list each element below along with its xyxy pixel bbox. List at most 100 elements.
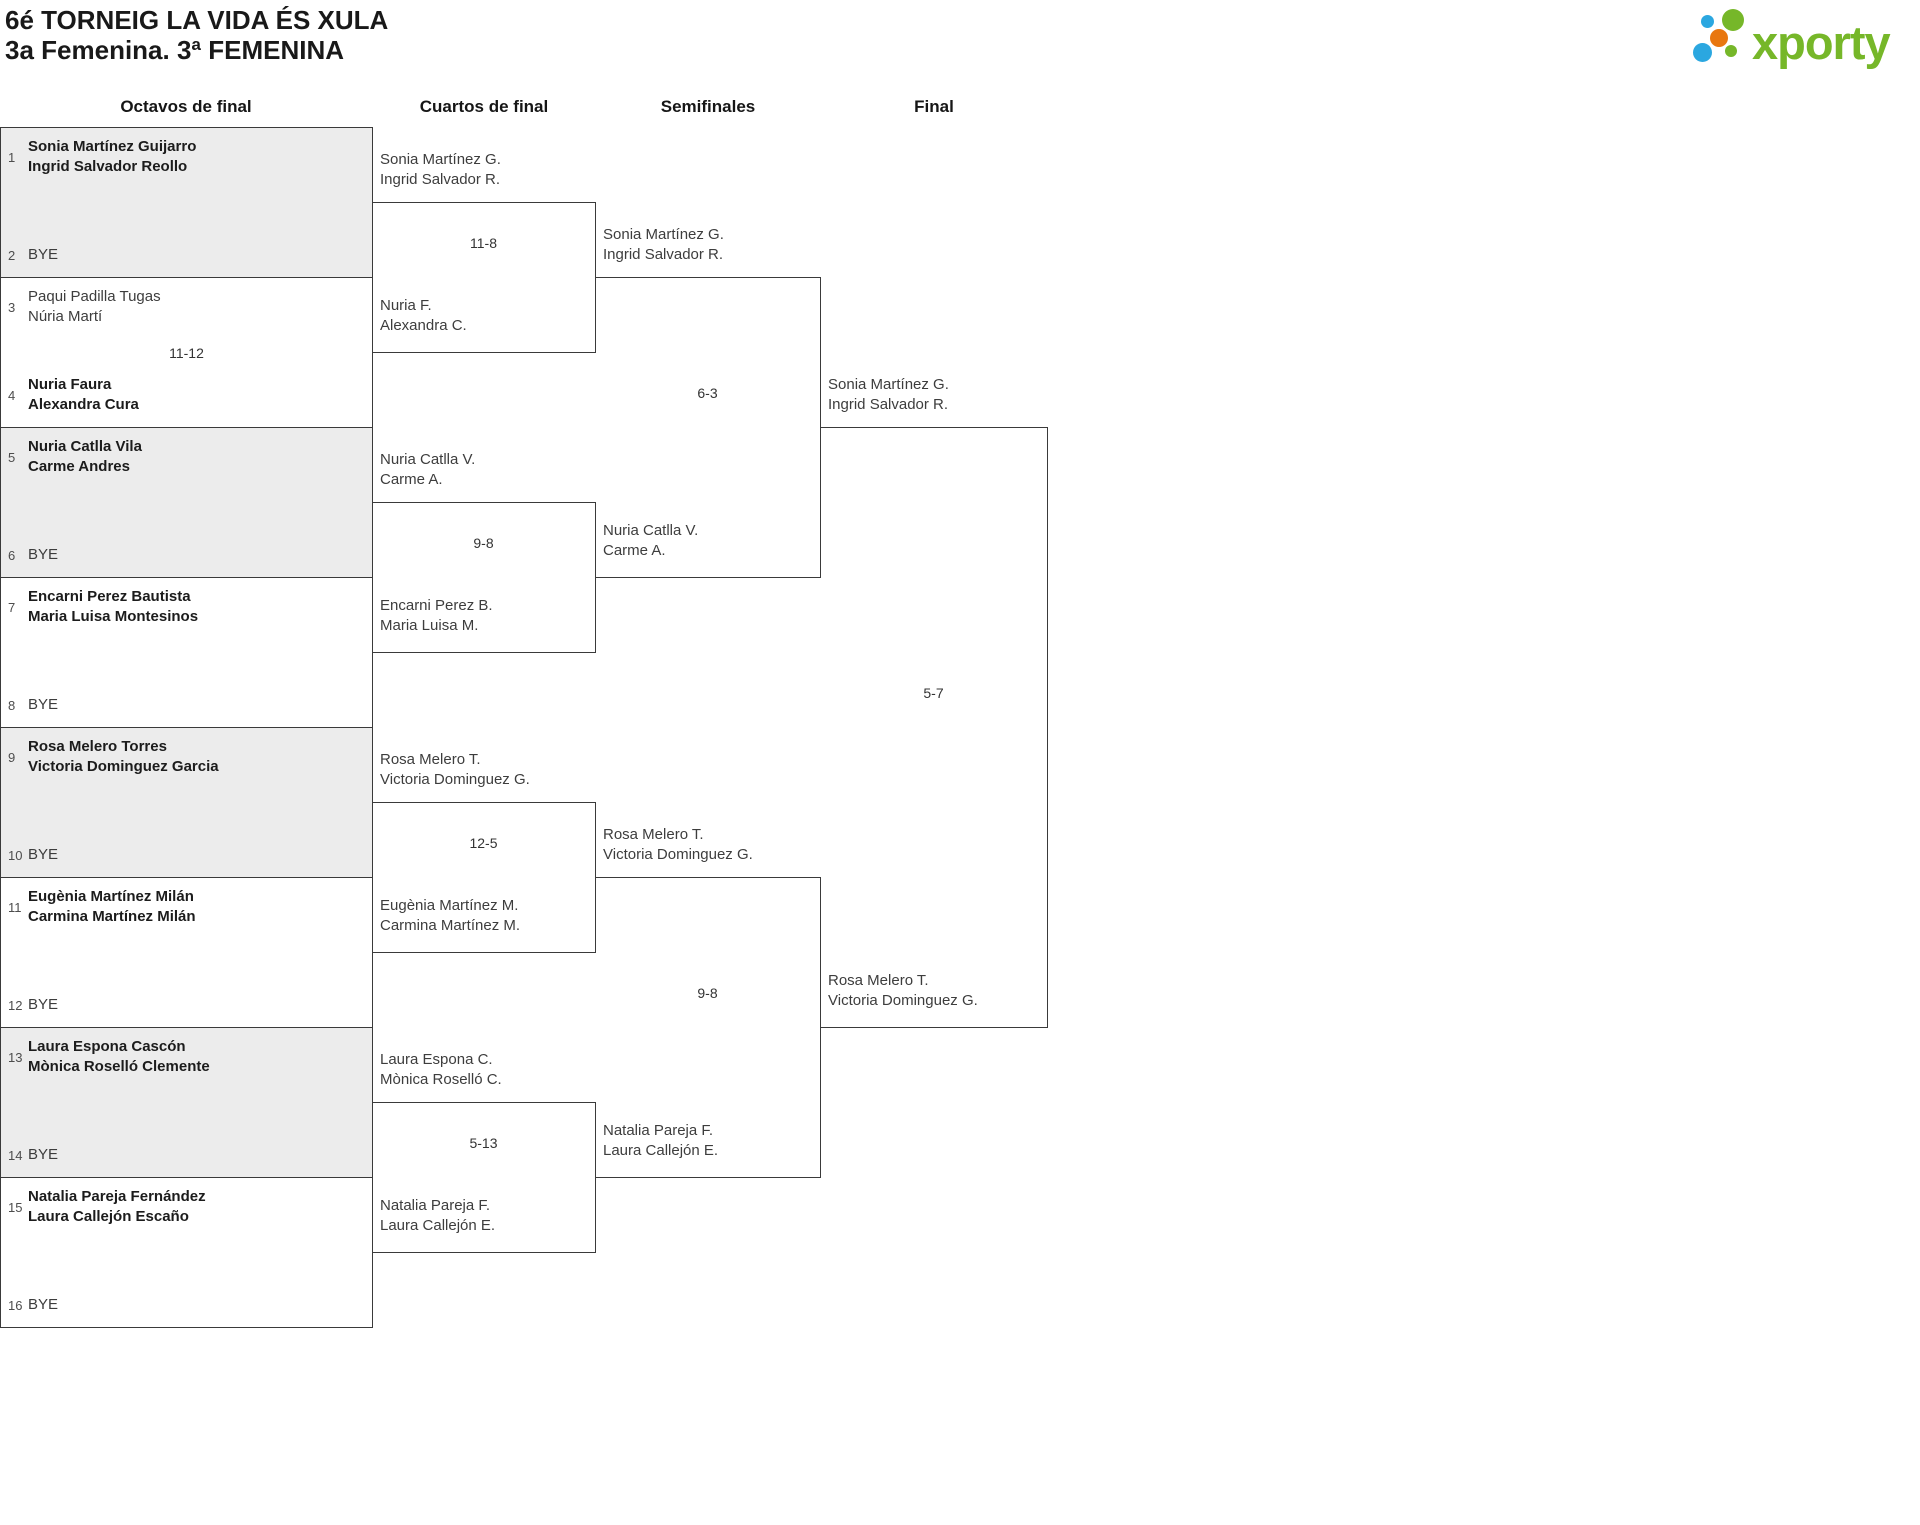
- team-name-line: Carme A.: [380, 471, 443, 488]
- seed-number: 1: [8, 149, 16, 165]
- team-name-line: Encarni Perez B.: [380, 597, 493, 614]
- team-name-line: BYE: [28, 996, 59, 1013]
- team-names: Eugènia Martínez M. Carmina Martínez M.: [380, 896, 520, 936]
- team-label-top: Rosa Melero T.Victoria Dominguez G.: [380, 750, 530, 790]
- team-name-line: Rosa Melero Torres: [28, 738, 167, 755]
- team-name-line: Encarni Perez Bautista: [28, 588, 191, 605]
- team-names: Rosa Melero T.Victoria Dominguez G.: [828, 971, 978, 1011]
- logo-dot-green-small: [1725, 45, 1737, 57]
- team-name-line: Ingrid Salvador R.: [603, 246, 724, 263]
- team-slot-8: 8 BYE: [8, 695, 58, 715]
- team-label-bottom: Nuria Catlla V. Carme A.: [603, 521, 698, 561]
- team-name-line: Mònica Roselló C.: [380, 1071, 502, 1088]
- team-name-line: Nuria Catlla V.: [603, 522, 699, 539]
- team-name-line: Sonia Martínez G.: [380, 151, 501, 168]
- team-name-line: Laura Callejón E.: [380, 1217, 496, 1234]
- round-header-cuartos: Cuartos de final: [419, 97, 549, 116]
- match-score: 9-8: [473, 535, 494, 551]
- team-names: Encarni Perez B. Maria Luisa M.: [380, 596, 493, 636]
- seed-number: 7: [8, 599, 16, 615]
- team-name-line: Laura Espona C.: [380, 1051, 493, 1068]
- round-header-final: Final: [914, 97, 954, 116]
- logo-dot-blue-small: [1701, 15, 1714, 28]
- seed-number: 2: [8, 247, 16, 263]
- team-name-line: Paqui Padilla Tugas: [28, 288, 161, 305]
- team-label-top: Laura Espona C. Mònica Roselló C.: [380, 1050, 502, 1090]
- team-label-bottom: Encarni Perez B. Maria Luisa M.: [380, 596, 493, 636]
- team-name-line: Eugènia Martínez Milán: [28, 888, 194, 905]
- team-names: Natalia Pareja F. Laura Callejón E.: [380, 1196, 495, 1236]
- team-names: BYE: [28, 1145, 58, 1165]
- match-score: 12-5: [469, 835, 498, 851]
- team-names: Nuria Catlla V. Carme A.: [380, 450, 475, 490]
- match-final-1: Sonia Martínez G.Ingrid Salvador R. Rosa …: [820, 376, 1048, 1028]
- team-name-line: Eugènia Martínez M.: [380, 897, 519, 914]
- match-cuartos-2: Nuria Catlla V. Carme A. Encarni Perez B. M…: [372, 451, 596, 653]
- match-cuartos-4: Laura Espona C. Mònica Roselló C. Natalia …: [372, 1051, 596, 1253]
- team-name-line: Carme A.: [603, 542, 666, 559]
- team-name-line: Carme Andres: [28, 458, 130, 475]
- team-label-top: Sonia Martínez G. Ingrid Salvador R.: [603, 225, 724, 265]
- team-slot-16: 16 BYE: [8, 1295, 58, 1315]
- team-name-line: Nuria Catlla V.: [380, 451, 476, 468]
- team-name-line: Maria Luisa M.: [380, 617, 479, 634]
- match-cuartos-3: Rosa Melero T.Victoria Dominguez G. Eugèn…: [372, 751, 596, 953]
- match-semifinal-2: Rosa Melero T.Victoria Dominguez G. Natal…: [595, 826, 821, 1178]
- seed-number: 13: [8, 1049, 23, 1065]
- team-name-line: Sonia Martínez G.: [603, 226, 724, 243]
- team-names: Sonia Martínez G.Ingrid Salvador R.: [828, 375, 949, 415]
- seed-number: 10: [8, 847, 23, 863]
- seed-number: 8: [8, 697, 16, 713]
- team-name-line: BYE: [28, 1146, 59, 1163]
- team-name-line: BYE: [28, 546, 59, 563]
- team-name-line: Natalia Pareja F.: [380, 1197, 491, 1214]
- team-name-line: Nuria Catlla Vila: [28, 438, 142, 455]
- team-label-bottom: Rosa Melero T.Victoria Dominguez G.: [828, 971, 978, 1011]
- team-label-bottom: Eugènia Martínez M. Carmina Martínez M.: [380, 896, 520, 936]
- team-name-line: Nuria Faura: [28, 376, 112, 393]
- seed-number: 16: [8, 1297, 23, 1313]
- seed-number: 11: [8, 899, 22, 915]
- team-name-line: Sonia Martínez G.: [828, 376, 949, 393]
- team-label-top: Rosa Melero T.Victoria Dominguez G.: [603, 825, 753, 865]
- seed-number: 12: [8, 997, 23, 1013]
- team-name-line: Laura Callejón Escaño: [28, 1208, 189, 1225]
- team-names: Sonia Martínez G. Ingrid Salvador R.: [603, 225, 724, 265]
- team-name-line: Natalia Pareja Fernández: [28, 1188, 206, 1205]
- team-names: BYE: [28, 695, 58, 715]
- team-names: BYE: [28, 995, 58, 1015]
- logo-dot-orange: [1710, 29, 1728, 47]
- seed-number: 9: [8, 749, 16, 765]
- team-name-line: BYE: [28, 246, 59, 263]
- team-name-line: BYE: [28, 846, 59, 863]
- team-label-bottom: Natalia Pareja F.Laura Callejón E.: [603, 1121, 718, 1161]
- match-score: 5-13: [469, 1135, 498, 1151]
- team-name-line: Carmina Martínez M.: [380, 917, 521, 934]
- team-name-line: Núria Martí: [28, 308, 103, 325]
- team-name-line: BYE: [28, 1296, 59, 1313]
- round-header-semifinales: Semifinales: [660, 97, 756, 116]
- team-name-line: Maria Luisa Montesinos: [28, 608, 199, 625]
- team-name-line: Ingrid Salvador R.: [380, 171, 501, 188]
- logo-dot-green-large: [1722, 9, 1744, 31]
- match-score: 11-8: [470, 235, 497, 251]
